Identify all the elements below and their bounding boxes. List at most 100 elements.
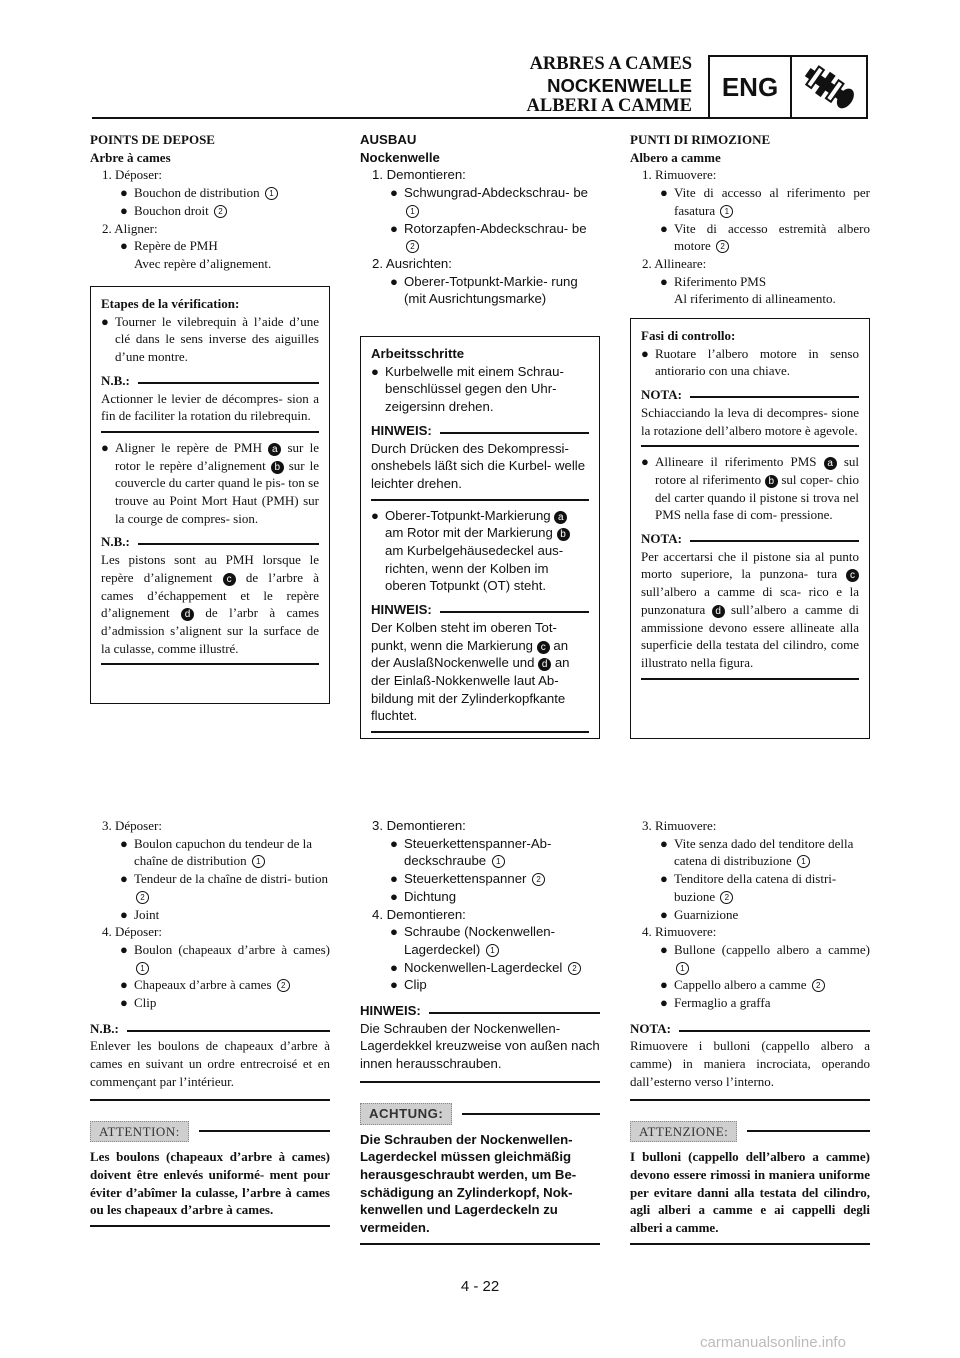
de-achtung-text: Die Schrauben der Nockenwellen- Lagerdec… <box>360 1131 577 1236</box>
section-header: ARBRES A CAMES NOCKENWELLE ALBERI A CAMM… <box>527 54 693 117</box>
it-step-1: 1. Rimuovere: <box>642 167 717 183</box>
fr-box-title: Etapes de la vérification: <box>101 296 240 311</box>
fr-note-3: Enlever les boulons de chapeaux d’arbre … <box>90 1038 330 1089</box>
fr-step-4b: ●Chapeaux d’arbre à cames 2 <box>90 976 330 994</box>
fr-subtitle: Arbre à cames <box>90 149 171 165</box>
fr-attention-text: Les boulons (chapeaux d’arbre à cames) d… <box>90 1149 330 1218</box>
de-note-2-rule <box>371 731 589 734</box>
de-step-4: 4. Demontieren: <box>372 906 466 922</box>
de-note-1-rule <box>371 498 589 501</box>
it-subtitle: Albero a camme <box>630 149 721 165</box>
de-step-2: 2. Ausrichten: <box>372 255 452 271</box>
de-step-1b: ●Rotorzapfen-Abdeckschrau- be 2 <box>390 220 587 254</box>
fr-step-1: 1. Déposer: <box>102 167 162 183</box>
it-title: PUNTI DI RIMOZIONE <box>630 132 771 147</box>
de-step-4c: ●Clip <box>390 977 427 993</box>
fr-steps-3-4: 3. Déposer: ●Boulon capuchon du tendeur … <box>90 817 330 1233</box>
it-attenzione-rule <box>630 1242 870 1245</box>
fr-title: POINTS DE DEPOSE <box>90 132 215 147</box>
it-note-3: Rimuovere i bulloni (cappello albero a c… <box>630 1038 870 1089</box>
de-step-1: 1. Demontieren: <box>372 167 466 183</box>
fr-box-bullet-1: ●Tourner le vilebrequin à l’aide d’une c… <box>101 313 319 365</box>
fr-step-4a: ●Boulon (chapeaux d’arbre à cames) 1 <box>120 941 330 975</box>
de-removal-points: AUSBAU Nockenwelle 1. Demontieren: ●Schw… <box>360 131 600 308</box>
it-step-4: 4. Rimuovere: <box>642 924 717 940</box>
fr-step-4c: ●Clip <box>120 995 157 1011</box>
de-note-3: Die Schrauben der Nockenwellen- Lagerdek… <box>360 1020 600 1072</box>
header-title-de: NOCKENWELLE <box>547 75 692 96</box>
de-note-2-heading: HINWEIS: <box>371 601 589 619</box>
it-step-3c: ●Guarnizione <box>660 906 739 922</box>
fr-note-2-heading: N.B.: <box>101 533 319 551</box>
fr-removal-points: POINTS DE DEPOSE Arbre à cames 1. Dépose… <box>90 131 330 273</box>
de-box-title: Arbeitsschritte <box>371 346 465 361</box>
it-check-box: Fasi di controllo: ●Ruotare l’albero mot… <box>630 318 870 739</box>
fr-step-3c: ●Joint <box>120 906 160 922</box>
camshaft-icon <box>792 57 866 117</box>
it-box-bullet-2: ●Allineare il riferimento PMS a sul roto… <box>641 454 860 523</box>
fr-step-3a: ●Boulon capuchon du tendeur de la chaîne… <box>120 835 312 869</box>
fr-note-1-heading: N.B.: <box>101 372 319 390</box>
de-steps-3-4: 3. Demontieren: ●Steuerkettenspanner-Ab-… <box>360 817 600 1251</box>
de-step-2a: ●Oberer-Totpunkt-Markie- rung <box>390 273 578 289</box>
fr-check-box: Etapes de la vérification: ●Tourner le v… <box>90 286 330 704</box>
it-step-3: 3. Rimuovere: <box>642 818 717 833</box>
page-number: 4 - 22 <box>460 1278 500 1295</box>
fr-step-2a-detail: Avec repère d’alignement. <box>134 255 272 271</box>
de-step-3a: ●Steuerkettenspanner-Ab- deckschraube 1 <box>390 835 552 869</box>
it-step-2: 2. Allineare: <box>642 255 707 271</box>
eng-badge: ENG <box>708 55 868 119</box>
de-achtung-rule <box>360 1242 600 1245</box>
fr-attention-rule <box>90 1225 330 1228</box>
de-check-box: Arbeitsschritte ●Kurbelwelle mit einem S… <box>360 336 600 739</box>
header-title-it: ALBERI A CAMME <box>526 96 693 116</box>
it-note-1-heading: NOTA: <box>641 386 859 404</box>
fr-step-2: 2. Aligner: <box>102 220 158 236</box>
it-attenzione-heading: ATTENZIONE: <box>630 1120 870 1143</box>
de-box-bullet-2: ●Oberer-Totpunkt-Markierung a am Rotor m… <box>371 507 589 596</box>
it-step-2a-detail: Al riferimento di allineamento. <box>674 291 836 307</box>
de-step-2a-detail: (mit Ausrichtungsmarke) <box>404 291 547 307</box>
it-note-3-heading: NOTA: <box>630 1020 870 1038</box>
it-box-bullet-1: ●Ruotare l’albero motore in senso antior… <box>641 345 859 379</box>
it-note-1-rule <box>641 445 859 448</box>
it-step-3a: ●Vite senza dado del tenditore della cat… <box>660 835 854 869</box>
de-note-2: Der Kolben steht im oberen Tot- punkt, w… <box>371 619 570 724</box>
watermark: carmanualsonline.info <box>700 1334 846 1351</box>
de-step-3b: ●Steuerkettenspanner 2 <box>360 870 600 888</box>
it-step-4c: ●Fermaglio a graffa <box>660 995 771 1011</box>
de-title: AUSBAU <box>360 132 417 147</box>
it-note-1: Schiacciando la leva di decompres- sione… <box>641 404 859 438</box>
it-attenzione-text: I bulloni (cappello dell’albero a camme)… <box>630 1149 870 1236</box>
de-subtitle: Nockenwelle <box>360 149 440 165</box>
it-note-2-rule <box>641 677 859 680</box>
it-step-1b: ●Vite di accesso estremità albero motore… <box>660 220 870 254</box>
de-step-3c: ●Dichtung <box>390 888 457 904</box>
fr-note-1-rule <box>101 430 319 433</box>
fr-step-1b: ●Bouchon droit 2 <box>90 202 330 220</box>
it-step-2a: ●Riferimento PMS <box>660 273 767 289</box>
de-note-3-heading: HINWEIS: <box>360 1002 600 1020</box>
it-note-2: Per accertarsi che il pistone sia al pun… <box>641 548 859 670</box>
de-box-bullet-1: ●Kurbelwelle mit einem Schrau- benschlüs… <box>371 363 564 415</box>
fr-note-1: Actionner le levier de décompres- sion a… <box>101 390 319 424</box>
de-achtung-heading: ACHTUNG: <box>360 1102 600 1125</box>
fr-step-3b: ●Tendeur de la chaîne de distri- bution … <box>120 871 329 904</box>
fr-step-3: 3. Déposer: <box>102 818 162 833</box>
fr-note-3-heading: N.B.: <box>90 1020 330 1038</box>
de-step-1a: ●Schwungrad-Abdeckschrau- be 1 <box>390 185 588 218</box>
it-step-3b: ●Tenditore della catena di distri- buzio… <box>660 871 837 904</box>
header-rule <box>92 117 868 119</box>
it-note-3-rule <box>630 1098 870 1101</box>
de-step-4b: ●Nockenwellen-Lagerdeckel 2 <box>360 959 600 977</box>
fr-note-2-rule <box>101 663 319 666</box>
de-note-1: Durch Drücken des Dekompressi- onshebels… <box>371 440 586 491</box>
de-note-1-heading: HINWEIS: <box>371 422 589 440</box>
de-note-3-rule <box>360 1080 600 1083</box>
fr-note-2: Les pistons sont au PMH lorsque le repèr… <box>101 552 320 656</box>
fr-attention-heading: ATTENTION: <box>90 1120 330 1143</box>
it-note-2-heading: NOTA: <box>641 530 859 548</box>
de-step-3: 3. Demontieren: <box>372 818 466 833</box>
it-removal-points: PUNTI DI RIMOZIONE Albero a camme 1. Rim… <box>630 131 870 308</box>
fr-step-2a: ●Repère de PMH <box>120 238 218 254</box>
